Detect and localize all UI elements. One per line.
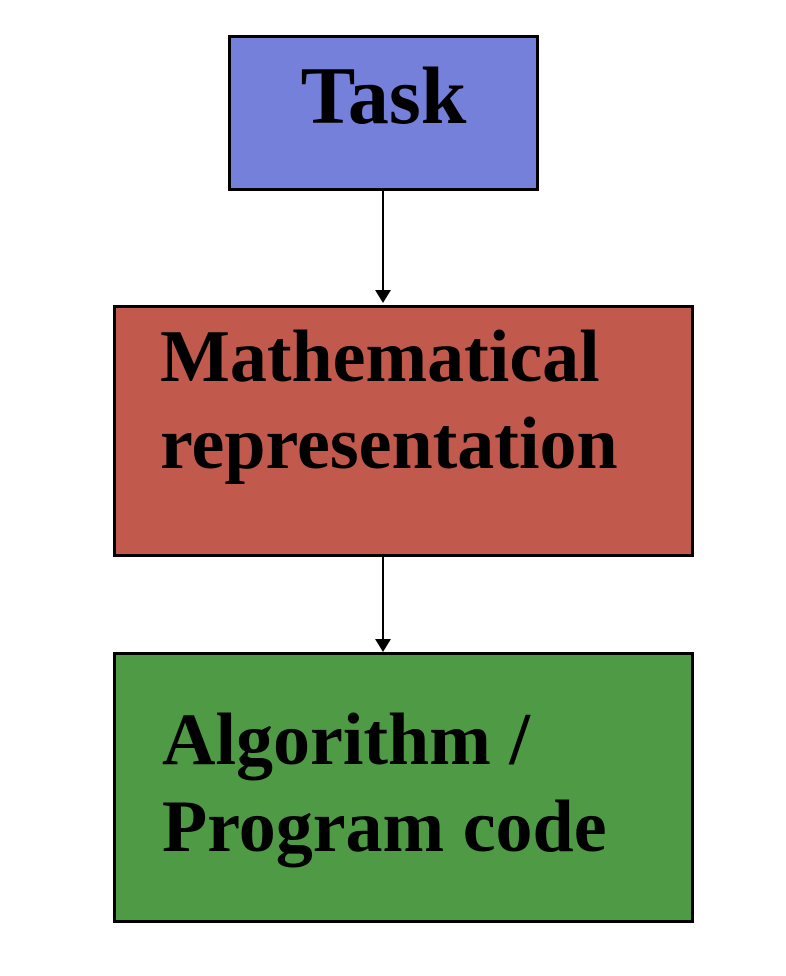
- node-task: Task: [228, 35, 539, 191]
- node-algo-label-line-1: Algorithm /: [162, 699, 530, 781]
- node-math-label-line-1: Mathematical: [160, 316, 600, 398]
- node-mathematical-representation: Mathematical representation: [113, 305, 694, 557]
- arrowhead-down-icon: [375, 290, 391, 303]
- node-algorithm-program-code: Algorithm / Program code: [113, 652, 694, 923]
- node-task-label: Task: [300, 50, 467, 141]
- node-math-label-line-2: representation: [160, 403, 618, 485]
- arrow-shaft: [382, 190, 384, 290]
- node-algo-label-line-2: Program code: [162, 786, 607, 868]
- edge-math-to-algo: [375, 556, 391, 652]
- edge-task-to-math: [375, 190, 391, 303]
- arrow-shaft: [382, 556, 384, 639]
- arrowhead-down-icon: [375, 639, 391, 652]
